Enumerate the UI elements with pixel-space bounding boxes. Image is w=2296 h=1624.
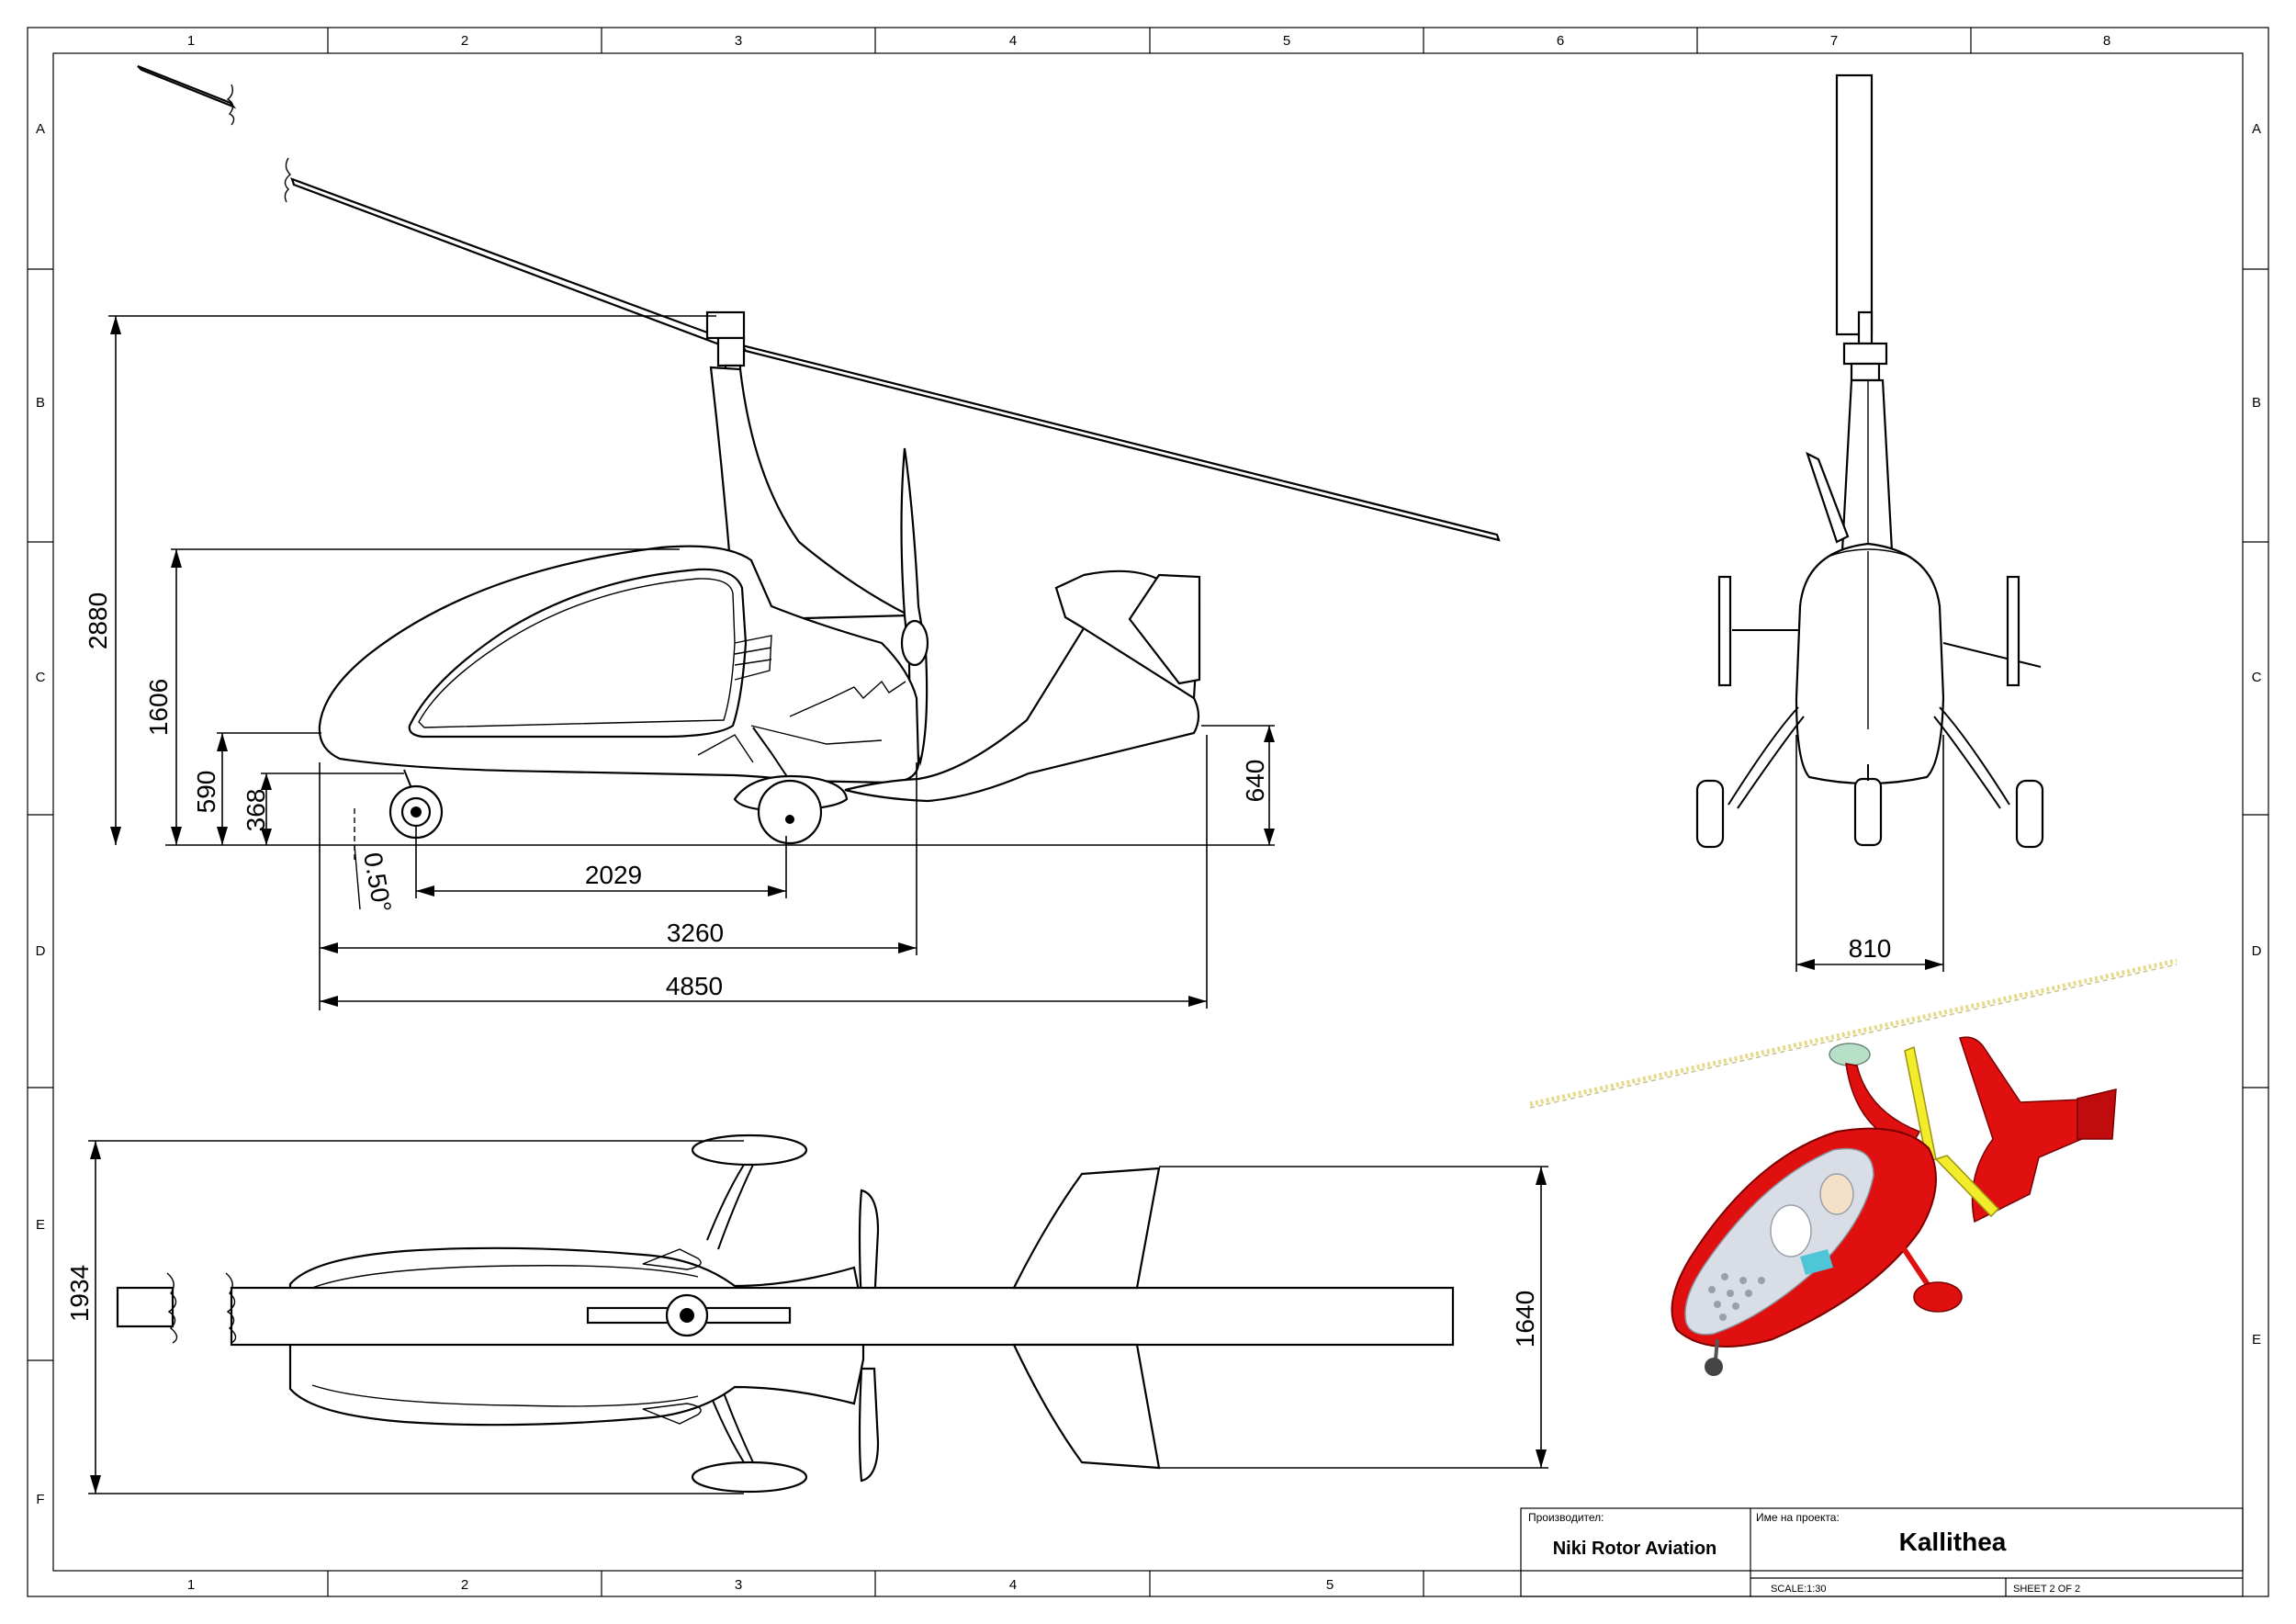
dim-label: 810: [1849, 934, 1892, 963]
dim-label: 1934: [65, 1265, 94, 1322]
top-view: 1934 1640: [65, 1133, 1548, 1494]
side-struts: [697, 680, 906, 763]
front-propeller: [1806, 451, 1850, 544]
front-mast: [1840, 378, 1894, 553]
manufacturer-name: Niki Rotor Aviation: [1553, 1539, 1717, 1559]
dim-overall-length: 4850: [320, 735, 1208, 1009]
render-tail: [1959, 1036, 2104, 1224]
scale-label: SCALE:1:30: [1771, 1584, 1827, 1595]
front-fuselage: [1795, 542, 1945, 785]
dim-nose-wheel-height: 368: [242, 773, 404, 845]
dim-label: 368: [242, 789, 270, 832]
front-rotor-blade: [1835, 73, 1874, 336]
front-view: 810: [1695, 73, 2044, 972]
dim-label: 1606: [144, 679, 173, 736]
row-label: A: [36, 121, 45, 137]
project-label: Име на проекта:: [1756, 1511, 1840, 1524]
dim-label: 3260: [667, 919, 724, 947]
dim-wheelbase: 2029: [415, 827, 787, 898]
side-nose-gear: [388, 769, 444, 840]
dim-cabin-height: 1606: [144, 548, 680, 845]
dim-label: 1640: [1511, 1291, 1539, 1348]
side-rotor-blade: [137, 64, 1501, 542]
row-label: C: [36, 670, 46, 685]
dim-label: 0.50°: [358, 851, 397, 915]
dim-label: 640: [1241, 760, 1269, 803]
sheet-border: 1 2 3 4 5 6 7 8 1 2 3 4 5 A B C D E F A …: [27, 27, 2269, 1597]
row-label: D: [36, 943, 46, 959]
col-label-bottom: 1: [187, 1577, 195, 1593]
project-name: Kallithea: [1899, 1528, 2007, 1556]
render-gear: [1705, 1229, 1963, 1376]
col-label-bottom: 5: [1326, 1577, 1334, 1593]
front-rotor-head: [1842, 310, 1888, 382]
row-label: B: [36, 395, 45, 411]
render-3d: [1529, 958, 2178, 1376]
side-vents: [734, 635, 772, 681]
row-label: E: [36, 1217, 45, 1233]
row-label-right: E: [2252, 1332, 2261, 1348]
row-label-right: A: [2252, 121, 2261, 137]
side-canopy: [408, 568, 748, 739]
top-rotor-blade: [116, 1272, 1455, 1347]
dim-nose-height: 590: [192, 732, 321, 845]
dim-stabilizer-span: 1640: [1159, 1166, 1548, 1469]
sheet-label: SHEET 2 OF 2: [2013, 1584, 2080, 1595]
dim-label: 590: [192, 771, 220, 814]
render-rotor-blade: [1529, 958, 2178, 1107]
side-mast: [709, 366, 910, 622]
row-label: F: [36, 1492, 44, 1507]
col-label-bottom: 4: [1009, 1577, 1017, 1593]
row-label-right: B: [2252, 395, 2261, 411]
dim-track-width: 810: [1795, 735, 1944, 972]
manufacturer-label: Производител:: [1528, 1511, 1604, 1524]
front-gear: [1695, 706, 2044, 849]
dim-overall-height: 2880: [84, 315, 716, 845]
col-label: 6: [1557, 33, 1564, 49]
side-view: 2880 1606 590 368 640: [84, 64, 1501, 1010]
col-label: 1: [187, 33, 195, 49]
dim-label: 2880: [84, 592, 112, 649]
dim-tail-height: 640: [1201, 725, 1275, 845]
dim-ground-angle: 0.50°: [354, 808, 397, 915]
propeller-spinner: [900, 619, 929, 667]
col-label: 7: [1830, 33, 1838, 49]
side-main-gear: [733, 727, 849, 845]
dim-label: 2029: [585, 861, 642, 889]
title-block: Производител: Niki Rotor Aviation Име на…: [1520, 1507, 2244, 1597]
col-label: 5: [1283, 33, 1290, 49]
col-label: 8: [2103, 33, 2110, 49]
col-label-bottom: 2: [461, 1577, 468, 1593]
col-label: 4: [1009, 33, 1017, 49]
col-label: 3: [735, 33, 742, 49]
dim-mast-to-nose: 3260: [319, 762, 917, 1010]
side-propeller: [900, 447, 929, 767]
row-label-right: D: [2252, 943, 2262, 959]
dim-rotor-span: 1934: [65, 1140, 744, 1494]
col-label: 2: [461, 33, 468, 49]
front-stabilizer: [1717, 575, 2042, 687]
col-label-bottom: 3: [735, 1577, 742, 1593]
dim-label: 4850: [666, 972, 723, 1000]
side-rudder: [1128, 573, 1201, 685]
top-rotor-head: [586, 1293, 792, 1337]
top-stabilizer: [1012, 1167, 1161, 1290]
row-label-right: C: [2252, 670, 2262, 685]
